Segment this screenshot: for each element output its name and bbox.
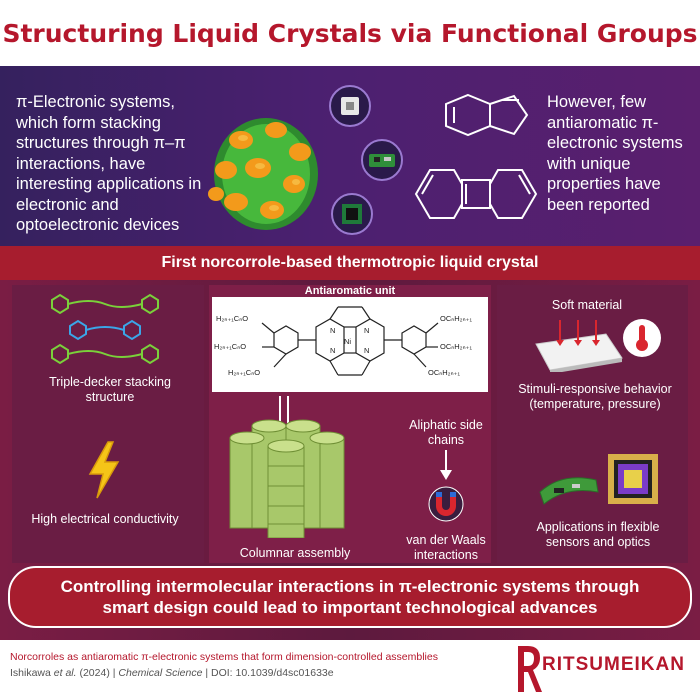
chain-left-bot: H₂ₙ₊₁CₙO bbox=[228, 368, 260, 377]
soft-label: Soft material bbox=[551, 298, 623, 312]
intro-left-text: π-Electronic systems, which form stackin… bbox=[16, 93, 202, 234]
thermometer-icon bbox=[623, 319, 661, 357]
applications-label: Applications in flexible sensors and opt… bbox=[536, 520, 660, 549]
chain-right-bot: OCₙH₂ₙ₊₁ bbox=[428, 368, 461, 377]
nitrogen-2: N bbox=[364, 326, 369, 335]
chain-left-top: H₂ₙ₊₁CₙO bbox=[216, 314, 248, 323]
conclusion-banner: Controlling intermolecular interactions … bbox=[8, 566, 692, 628]
chain-left-mid: H₂ₙ₊₁CₙO bbox=[214, 342, 246, 351]
lightning-icon bbox=[88, 441, 120, 499]
processor-icon bbox=[331, 193, 373, 235]
vdw-label: van der Waals interactions bbox=[406, 533, 486, 562]
down-arrow-icon bbox=[440, 450, 452, 480]
citation-text: Norcorroles as antiaromatic π-electronic… bbox=[10, 651, 438, 663]
stacking-structure-icon bbox=[51, 293, 159, 365]
doi: | DOI: 10.1039/d4sc01633e bbox=[205, 667, 334, 679]
nitrogen-3: N bbox=[330, 346, 335, 355]
cluster-icon bbox=[208, 118, 318, 230]
columnar-label: Columnar assembly bbox=[239, 546, 351, 560]
aliphatic-label: Aliphatic side chains bbox=[409, 418, 483, 447]
authors: Ishikawa bbox=[10, 667, 51, 679]
left-panel bbox=[12, 285, 204, 563]
soft-surface-icon bbox=[535, 320, 623, 372]
chip-icon bbox=[329, 85, 371, 127]
flexible-sensor-icon bbox=[539, 454, 658, 505]
intro-right-text: However, few antiaromatic π-electronic s… bbox=[547, 93, 683, 214]
reference-line: Ishikawa et al. (2024) | Chemical Scienc… bbox=[10, 667, 334, 679]
chain-right-top: OCₙH₂ₙ₊₁ bbox=[440, 314, 473, 323]
stacking-label: Triple-decker stacking structure bbox=[49, 375, 171, 404]
nitrogen-4: N bbox=[364, 346, 369, 355]
pentalene-icon bbox=[445, 93, 529, 137]
norcorrole-structure: H₂ₙ₊₁CₙO H₂ₙ₊₁CₙO H₂ₙ₊₁CₙO OCₙH₂ₙ₊₁ OCₙH… bbox=[214, 306, 473, 377]
ritsumeikan-logo-icon bbox=[518, 646, 542, 692]
stimuli-label: Stimuli-responsive behavior (temperature… bbox=[518, 382, 672, 411]
footer bbox=[0, 640, 700, 700]
conductivity-label: High electrical conductivity bbox=[31, 512, 179, 526]
metal-label: Ni bbox=[344, 337, 351, 346]
page-title: Structuring Liquid Crystals via Function… bbox=[0, 0, 700, 66]
intro-band: π-Electronic systems, which form stackin… bbox=[0, 66, 700, 246]
ritsumeikan-logo-text: RITSUMEIKAN bbox=[542, 654, 685, 675]
stack-icon bbox=[229, 396, 345, 538]
et-al: et al. bbox=[53, 667, 77, 679]
journal: Chemical Science bbox=[118, 667, 203, 679]
magnet-icon bbox=[428, 486, 464, 522]
circuit-board-icon bbox=[361, 139, 403, 181]
molecule-box bbox=[212, 297, 488, 392]
chain-right-mid: OCₙH₂ₙ₊₁ bbox=[440, 342, 473, 351]
biphenylene-icon bbox=[414, 169, 538, 219]
year: (2024) | bbox=[79, 667, 116, 679]
antiaromatic-label: Antiaromatic unit bbox=[304, 285, 396, 297]
section-ribbon: First norcorrole-based thermotropic liqu… bbox=[0, 246, 700, 280]
nitrogen-1: N bbox=[330, 326, 335, 335]
